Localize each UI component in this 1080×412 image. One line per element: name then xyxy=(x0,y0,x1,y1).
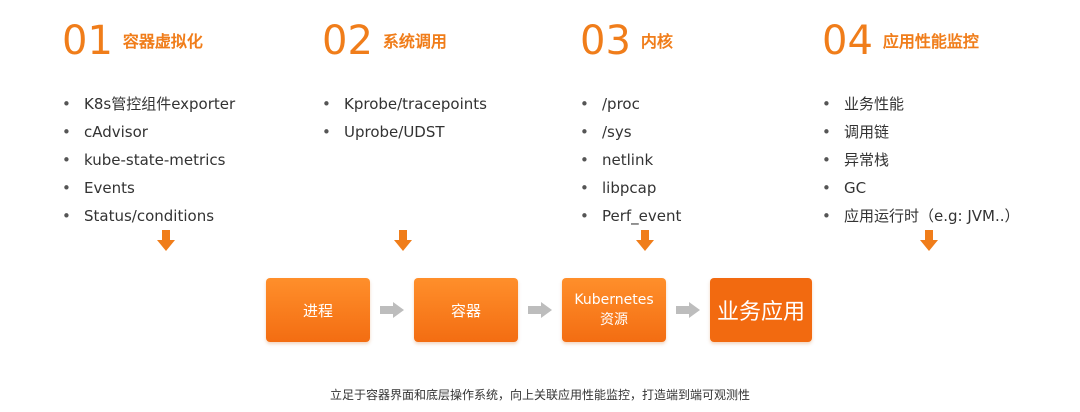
section-number: 02 xyxy=(322,18,373,64)
item-text: 调用链 xyxy=(844,123,890,141)
bullet: • xyxy=(822,95,831,113)
list-item: • /sys xyxy=(580,118,840,146)
list-item: • /proc xyxy=(580,90,840,118)
list-item: • 业务性能 xyxy=(822,90,1080,118)
item-text: GC xyxy=(844,179,867,197)
section-list: • 业务性能 • 调用链 • 异常栈 • GC • 应用运行时（e.g: JVM..） xyxy=(822,90,1080,230)
right-arrow-icon xyxy=(676,302,702,318)
bullet: • xyxy=(62,123,71,141)
bullet: • xyxy=(580,179,589,197)
list-item: • GC xyxy=(822,174,1080,202)
list-item: • 异常栈 xyxy=(822,146,1080,174)
down-arrow-icon xyxy=(394,230,412,252)
flow-box-label-line2: 资源 xyxy=(600,312,628,328)
section-4: 04 应用性能监控 • 业务性能 • 调用链 • 异常栈 • GC • 应用运行时（e.g:… xyxy=(822,18,1080,230)
down-arrow-icon xyxy=(920,230,938,252)
section-number: 01 xyxy=(62,18,113,64)
bullet: • xyxy=(580,95,589,113)
right-arrow-icon xyxy=(528,302,554,318)
list-item: • Status/conditions xyxy=(62,202,322,230)
section-list: • K8s管控组件exporter • cAdvisor • kube-state-m… xyxy=(62,90,322,230)
flow-box-process: 进程 xyxy=(266,278,370,342)
item-text: 应用运行时（e.g: JVM..） xyxy=(844,207,1020,225)
bullet: • xyxy=(62,179,71,197)
item-text: libpcap xyxy=(602,179,657,197)
bullet: • xyxy=(580,151,589,169)
section-title: 应用性能监控 xyxy=(882,32,979,51)
item-text: K8s管控组件exporter xyxy=(84,95,236,113)
list-item: • kube-state-metrics xyxy=(62,146,322,174)
list-item: • Kprobe/tracepoints xyxy=(322,90,582,118)
section-2: 02 系统调用 • Kprobe/tracepoints • Uprobe/UDST xyxy=(322,18,582,146)
bullet: • xyxy=(62,207,71,225)
bullet: • xyxy=(322,123,331,141)
flow-box-label: 业务应用 xyxy=(716,300,805,325)
section-title: 内核 xyxy=(640,32,673,51)
section-list: • /proc • /sys • netlink • libpcap • Perf_eve… xyxy=(580,90,840,230)
down-arrow-icon xyxy=(636,230,654,252)
list-item: • 调用链 xyxy=(822,118,1080,146)
list-item: • cAdvisor xyxy=(62,118,322,146)
section-title: 系统调用 xyxy=(382,32,447,51)
flow-box-kubernetes: Kubernetes 资源 xyxy=(562,278,666,342)
bullet: • xyxy=(822,179,831,197)
bullet: • xyxy=(322,95,331,113)
bullet: • xyxy=(62,95,71,113)
flow-box-container: 容器 xyxy=(414,278,518,342)
flow-box-label: 容器 xyxy=(450,301,481,320)
list-item: • Events xyxy=(62,174,322,202)
item-text: kube-state-metrics xyxy=(84,151,226,169)
bullet: • xyxy=(580,123,589,141)
section-title: 容器虚拟化 xyxy=(122,32,203,51)
list-item: • Perf_event xyxy=(580,202,840,230)
item-text: Kprobe/tracepoints xyxy=(344,95,487,113)
list-item: • Uprobe/UDST xyxy=(322,118,582,146)
bullet: • xyxy=(822,151,831,169)
item-text: Uprobe/UDST xyxy=(344,123,445,141)
item-text: Perf_event xyxy=(602,207,682,225)
item-text: Status/conditions xyxy=(84,207,215,225)
section-list: • Kprobe/tracepoints • Uprobe/UDST xyxy=(322,90,582,146)
section-3: 03 内核 • /proc • /sys • netlink • libpcap • Per… xyxy=(580,18,840,230)
bullet: • xyxy=(580,207,589,225)
list-item: • netlink xyxy=(580,146,840,174)
bullet: • xyxy=(822,123,831,141)
bullet: • xyxy=(62,151,71,169)
right-arrow-icon xyxy=(380,302,406,318)
list-item: • K8s管控组件exporter xyxy=(62,90,322,118)
item-text: 业务性能 xyxy=(844,95,905,113)
list-item: • libpcap xyxy=(580,174,840,202)
section-1: 01 容器虚拟化 • K8s管控组件exporter • cAdvisor • kube… xyxy=(62,18,322,230)
item-text: Events xyxy=(84,179,135,197)
item-text: /sys xyxy=(602,123,632,141)
down-arrow-icon xyxy=(157,230,175,252)
flow-box-business-app: 业务应用 xyxy=(710,278,812,342)
item-text: netlink xyxy=(602,151,654,169)
list-item: • 应用运行时（e.g: JVM..） xyxy=(822,202,1080,230)
flow-box-label: 进程 xyxy=(302,301,333,320)
section-number: 03 xyxy=(580,18,631,64)
item-text: 异常栈 xyxy=(844,151,890,169)
item-text: cAdvisor xyxy=(84,123,148,141)
flow-box-label-line1: Kubernetes xyxy=(574,292,654,308)
item-text: /proc xyxy=(602,95,640,113)
bullet: • xyxy=(822,207,831,225)
caption: 立足于容器界面和底层操作系统，向上关联应用性能监控，打造端到端可观测性 xyxy=(329,388,750,402)
section-number: 04 xyxy=(822,18,873,64)
